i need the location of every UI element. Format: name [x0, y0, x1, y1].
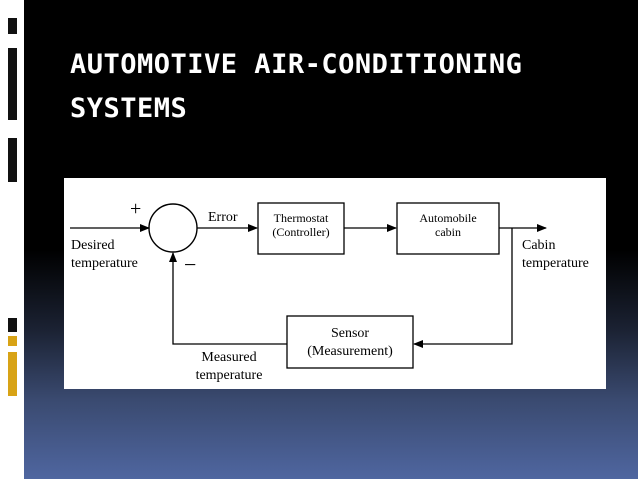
slide-title: AUTOMOTIVE AIR-CONDITIONING SYSTEMS — [70, 43, 610, 131]
input-label-1: Desired — [71, 238, 115, 253]
input-label-2: temperature — [71, 256, 138, 271]
output-label-1: Cabin — [522, 238, 555, 253]
bar-block — [8, 48, 17, 120]
output-label-2: temperature — [522, 256, 589, 271]
plant-label-1: Automobile — [419, 211, 476, 225]
bar-gold-block — [8, 336, 17, 346]
summing-junction — [148, 203, 198, 253]
sensor-label-2: (Measurement) — [307, 344, 393, 359]
bar-block — [8, 18, 17, 34]
feedback-to-sensor — [413, 228, 513, 348]
controller-label-1: Thermostat — [274, 211, 329, 225]
control-loop-diagram: + − Desired temperature Error Thermostat… — [70, 198, 589, 383]
title-line-2: SYSTEMS — [70, 93, 188, 124]
error-label: Error — [208, 210, 238, 225]
feedback-label-2: temperature — [196, 368, 263, 383]
bar-gold-block — [8, 352, 17, 396]
minus-sign: − — [184, 252, 196, 277]
sensor-label-1: Sensor — [331, 326, 369, 341]
bar-block — [8, 318, 17, 332]
controller-label-2: (Controller) — [272, 225, 329, 239]
block-diagram-panel: + − Desired temperature Error Thermostat… — [64, 178, 606, 389]
plant-label-2: cabin — [435, 225, 461, 239]
plus-sign: + — [130, 198, 141, 220]
title-line-1: AUTOMOTIVE AIR-CONDITIONING — [70, 49, 523, 80]
feedback-to-junction — [169, 252, 287, 345]
bar-block — [8, 138, 17, 182]
feedback-label-1: Measured — [201, 350, 256, 365]
left-decoration-bar — [0, 0, 24, 479]
sensor-box — [286, 315, 414, 369]
